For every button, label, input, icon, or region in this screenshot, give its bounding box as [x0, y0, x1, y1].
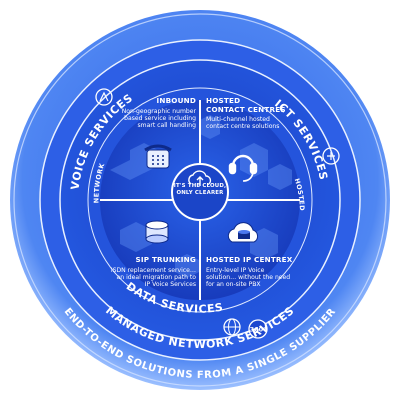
quadrant-hosted-contact-centres: HOSTED CONTACT CENTRES Multi-channel hos… — [206, 96, 288, 131]
svg-text:360°: 360° — [250, 326, 267, 334]
left-arrow-icon — [26, 311, 34, 319]
quadrant-hosted-ip-centrex: HOSTED IP CENTREX Entry-level IP Voice s… — [206, 255, 294, 289]
quadrant-description: ISDN replacement service… an ideal migra… — [110, 266, 196, 289]
quadrant-title: INBOUND — [156, 96, 196, 105]
sip-trunk-icon — [145, 220, 169, 244]
right-arrow-icon — [366, 311, 374, 319]
quadrant-sip-trunking: SIP TRUNKING ISDN replacement service… a… — [110, 255, 196, 289]
badge-360-icon: 360° — [248, 319, 268, 339]
ict-ring-icon — [322, 147, 340, 165]
cityscape-illustration — [110, 115, 292, 278]
quadrant-title: SIP TRUNKING — [135, 255, 196, 264]
voice-ring-icon — [95, 88, 113, 106]
quadrant-title: HOSTED — [206, 96, 241, 105]
cloud-upload-icon — [188, 170, 212, 186]
headset-icon — [228, 154, 258, 182]
quadrant-title: HOSTED IP CENTREX — [206, 255, 293, 264]
center-tagline: IT'S THE CLOUD, ONLY CLEARER — [172, 183, 228, 197]
center-tagline-line1: IT'S THE CLOUD, — [173, 183, 227, 189]
cloud-server-icon — [227, 222, 259, 243]
quadrant-description: Multi-channel hosted contact centre solu… — [206, 116, 280, 131]
quadrant-description: Entry-level IP Voice solution… without t… — [206, 266, 291, 289]
quadrant-title-line2: CONTACT CENTRES — [206, 104, 286, 114]
center-circle — [171, 163, 229, 221]
quadrant-inbound: INBOUND Non-geographic number based serv… — [112, 96, 196, 130]
center-tagline-line2: ONLY CLEARER — [176, 190, 224, 196]
phone-icon — [144, 144, 172, 169]
quadrant-description: Non-geographic number based service incl… — [121, 107, 196, 130]
globe-icon — [223, 318, 241, 336]
